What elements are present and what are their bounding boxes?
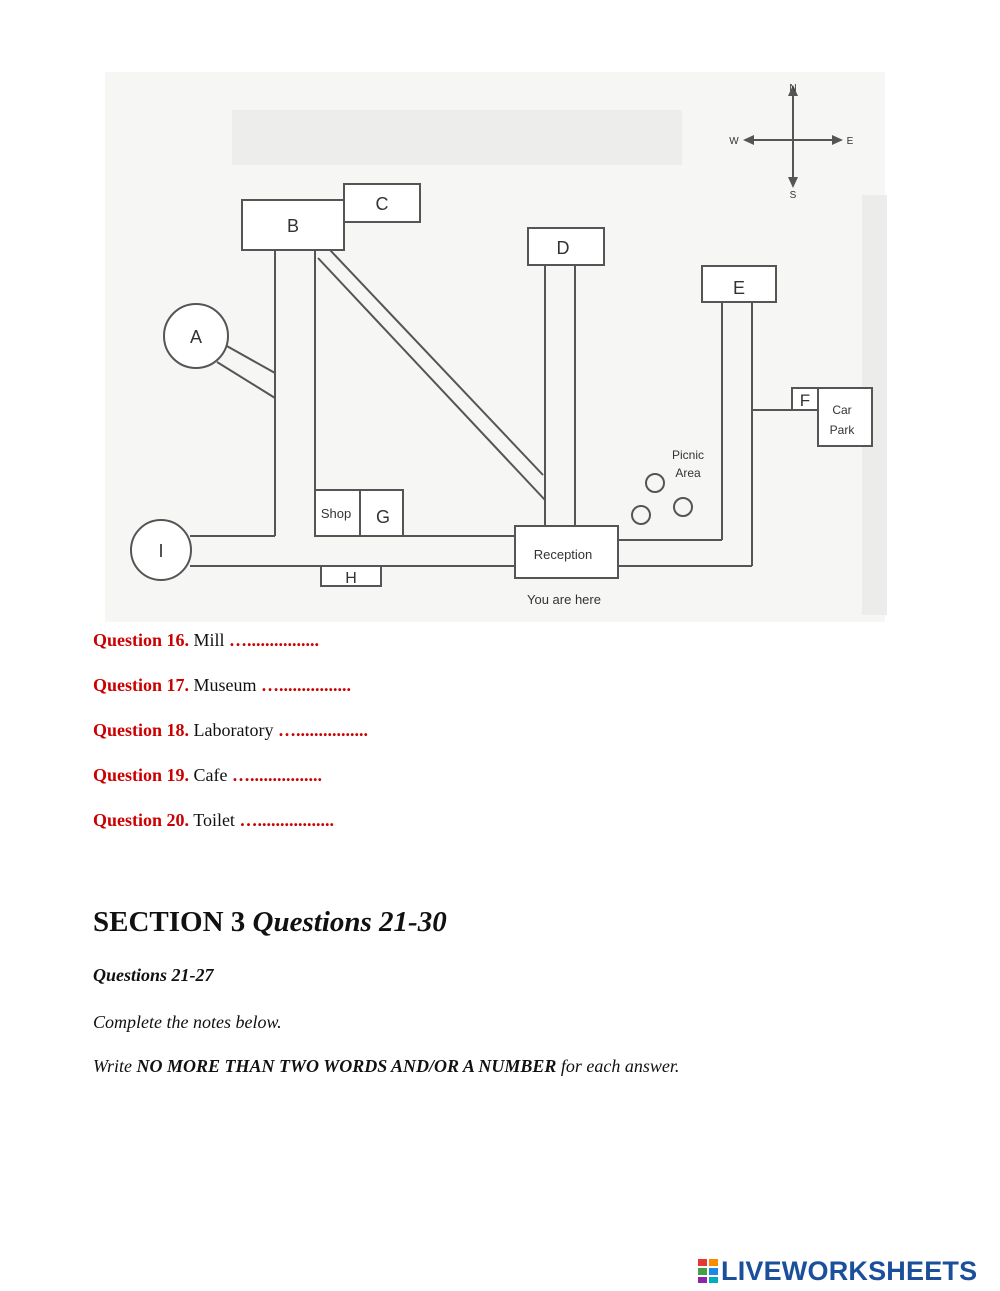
brand-name: LIVEWORKSHEETS [721,1255,978,1286]
compass-w-label: W [729,136,739,147]
building-d [527,227,605,266]
reception [514,525,619,579]
question-19: Question 19. Cafe …................ [93,764,322,786]
label-f: F [800,391,810,410]
answer-blank[interactable]: …................. [239,810,334,830]
label-h: H [345,570,357,587]
car-park [817,387,873,447]
map-figure: N S W E A B C D E F G H I Shop Reception… [0,0,1000,625]
picnic-circle [645,473,665,493]
question-place: Laboratory [193,720,274,740]
picnic-circle [631,505,651,525]
label-you-are-here: You are here [527,592,601,607]
path-a-lower [216,361,276,399]
building-h [320,565,382,587]
question-16: Question 16. Mill …................ [93,629,319,651]
question-20: Question 20. Toilet …................. [93,809,334,831]
question-place: Mill [193,630,225,650]
building-a [163,303,229,369]
compass-south-arrow [788,177,798,188]
picnic-circle [673,497,693,517]
instruction-bold: NO MORE THAN TWO WORDS AND/OR A NUMBER [136,1056,557,1076]
question-label: Question 17. [93,675,190,695]
shop [314,489,361,537]
label-car-park-line2: Park [830,423,856,437]
question-18: Question 18. Laboratory …...............… [93,719,368,741]
ghost-text-band [232,110,682,165]
label-b: B [287,216,299,236]
question-label: Question 16. [93,630,190,650]
question-label: Question 19. [93,765,190,785]
building-c [343,183,421,223]
question-place: Museum [193,675,257,695]
answer-blank[interactable]: …................ [232,765,322,785]
questions-range: Questions 21-27 [93,965,214,985]
label-picnic-line2: Area [675,466,701,480]
label-car-park-line1: Car [832,403,851,417]
section-subtitle: Questions 21-30 [252,906,447,938]
building-f [791,387,819,411]
diagonal-path-upper [329,249,544,476]
label-e: E [733,278,745,298]
instruction-word-limit: Write NO MORE THAN TWO WORDS AND/OR A NU… [93,1056,679,1077]
label-d: D [557,238,570,258]
building-e [701,265,777,303]
compass-east-arrow [832,135,843,145]
campus-map: N S W E A B C D E F G H I Shop Reception… [105,72,887,622]
label-picnic-line1: Picnic [672,448,704,462]
compass-n-label: N [789,83,796,94]
label-g: G [376,507,390,527]
building-i [130,519,192,581]
compass-s-label: S [790,190,797,201]
instruction-suffix: for each answer. [560,1056,680,1076]
liveworksheets-brand[interactable]: LIVEWORKSHEETS [697,1255,977,1287]
building-g [359,489,404,537]
question-place: Cafe [193,765,228,785]
question-place: Toilet [193,810,235,830]
question-17: Question 17. Museum …................ [93,674,351,696]
answer-blank[interactable]: …................ [229,630,320,650]
label-c: C [376,194,389,214]
compass-e-label: E [847,136,854,147]
answer-blank[interactable]: …................ [261,675,352,695]
compass-north-arrow [788,85,798,96]
building-b [241,199,345,251]
question-label: Question 18. [93,720,190,740]
compass-west-arrow [743,135,754,145]
liveworksheets-logo-icon [698,1259,718,1283]
label-i: I [158,541,163,561]
label-shop: Shop [321,506,351,521]
answer-blank[interactable]: …................ [277,720,368,740]
label-a: A [190,327,202,347]
section-title: SECTION 3 [93,906,246,938]
path-a-upper [224,344,276,374]
instruction-complete-notes: Complete the notes below. [93,1012,282,1032]
diagonal-path-lower [317,257,546,501]
label-reception: Reception [534,547,593,562]
section-heading: SECTION 3 Questions 21-30 [93,906,447,939]
question-label: Question 20. [93,810,190,830]
instruction-prefix: Write [93,1056,132,1076]
